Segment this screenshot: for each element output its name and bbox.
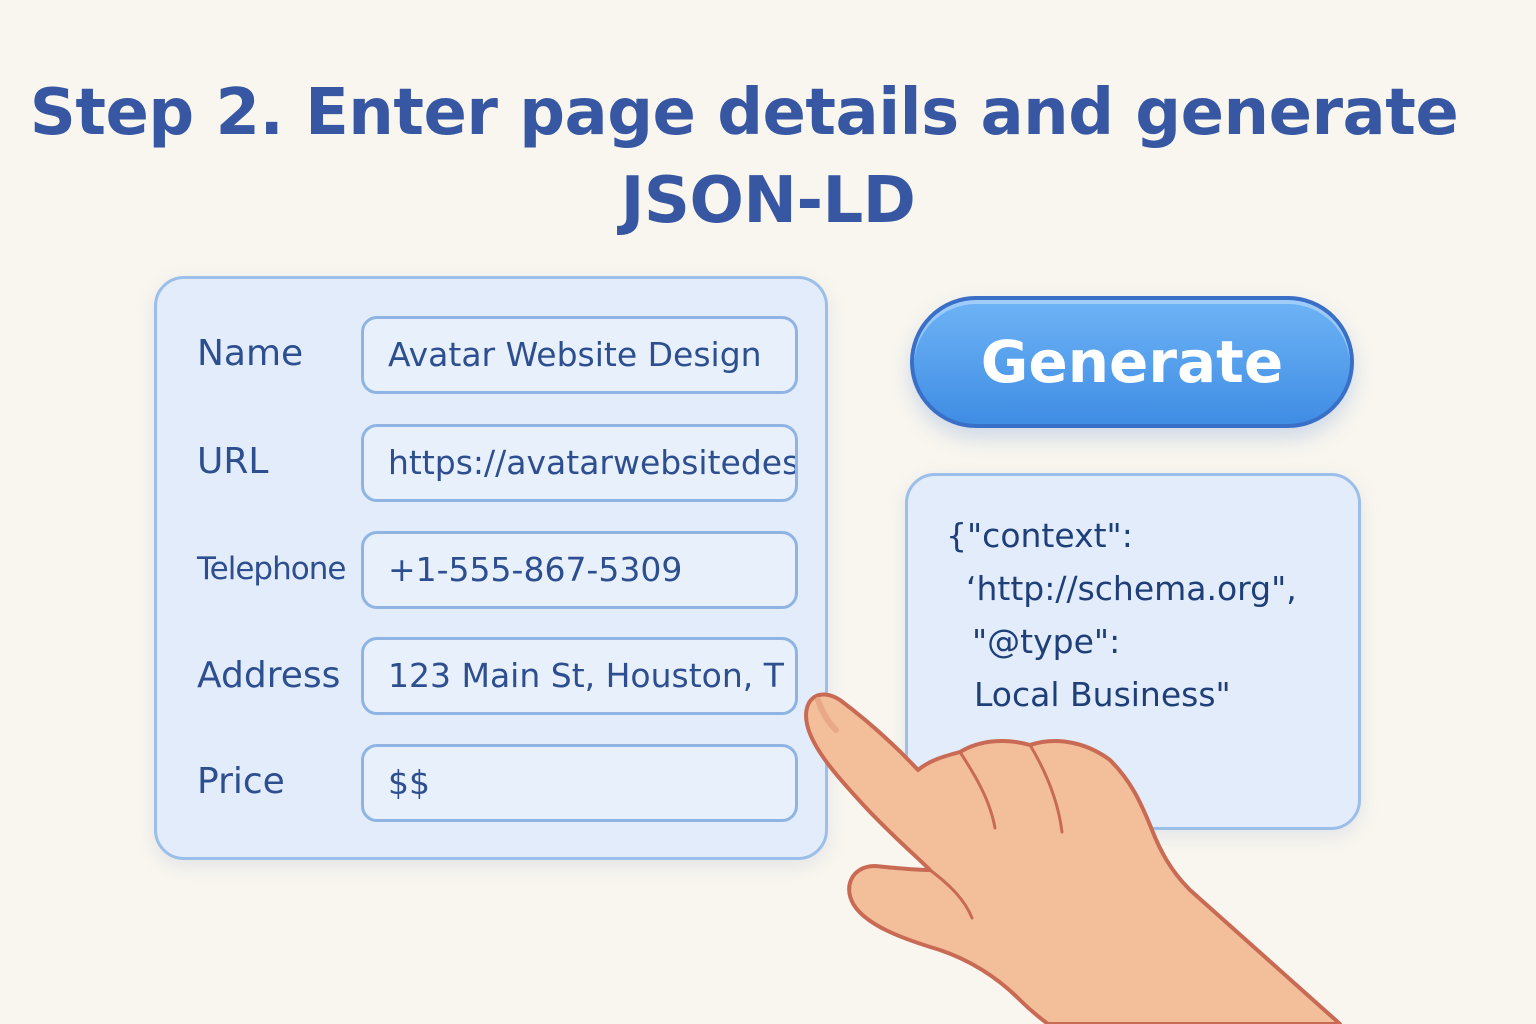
page-title-line-2: JSON-LD	[620, 164, 916, 238]
json-line-context: {"context":	[946, 516, 1133, 555]
json-line-type-value: Local Business"	[974, 675, 1231, 714]
name-label: Name	[197, 333, 304, 374]
page-title-line-1: Step 2. Enter page details and generate	[29, 76, 1459, 150]
generate-button[interactable]: Generate	[910, 296, 1354, 428]
telephone-input[interactable]: +1-555-867-5309	[361, 531, 798, 609]
telephone-label: Telephone	[197, 551, 346, 587]
url-input[interactable]: https://avatarwebsitedes	[361, 424, 798, 502]
json-line-schema-url: ‘http://schema.org",	[966, 569, 1297, 608]
json-line-type-key: "@type":	[972, 622, 1121, 661]
name-input[interactable]: Avatar Website Design	[361, 316, 798, 394]
address-input[interactable]: 123 Main St, Houston, T	[361, 637, 798, 715]
json-ld-output: {"context": ‘http://schema.org", "@type"…	[905, 473, 1361, 830]
page-details-form: Name Avatar Website Design URL https://a…	[154, 276, 828, 860]
price-label: Price	[197, 761, 285, 802]
price-input[interactable]: $$	[361, 744, 798, 822]
address-label: Address	[197, 655, 341, 696]
url-label: URL	[197, 441, 269, 482]
